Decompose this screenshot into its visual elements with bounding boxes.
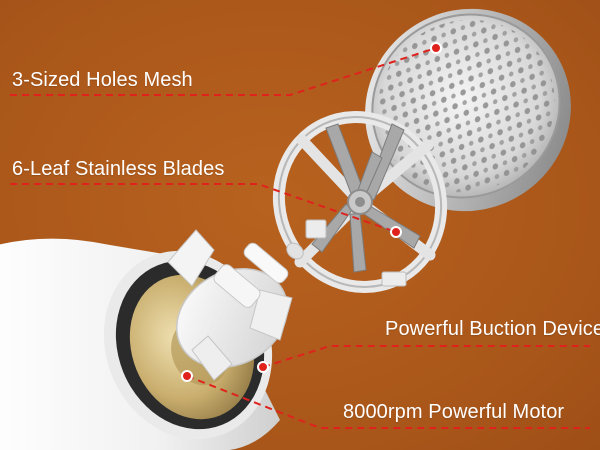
blades-label: 6-Leaf Stainless Blades — [12, 158, 225, 180]
mesh-callout-dot — [430, 42, 442, 54]
callout-dots — [181, 42, 442, 382]
suction-callout-dot — [257, 361, 269, 373]
suction-label: Powerful Buction Device — [385, 318, 600, 340]
callout-lines — [10, 47, 590, 429]
motor-label: 8000rpm Powerful Motor — [343, 401, 565, 423]
mesh-label: 3-Sized Holes Mesh — [12, 69, 193, 91]
motor-callout-dot — [181, 370, 193, 382]
blade-assembly — [272, 111, 448, 293]
blades-callout-dot — [390, 226, 402, 238]
suction-impeller — [167, 229, 304, 381]
